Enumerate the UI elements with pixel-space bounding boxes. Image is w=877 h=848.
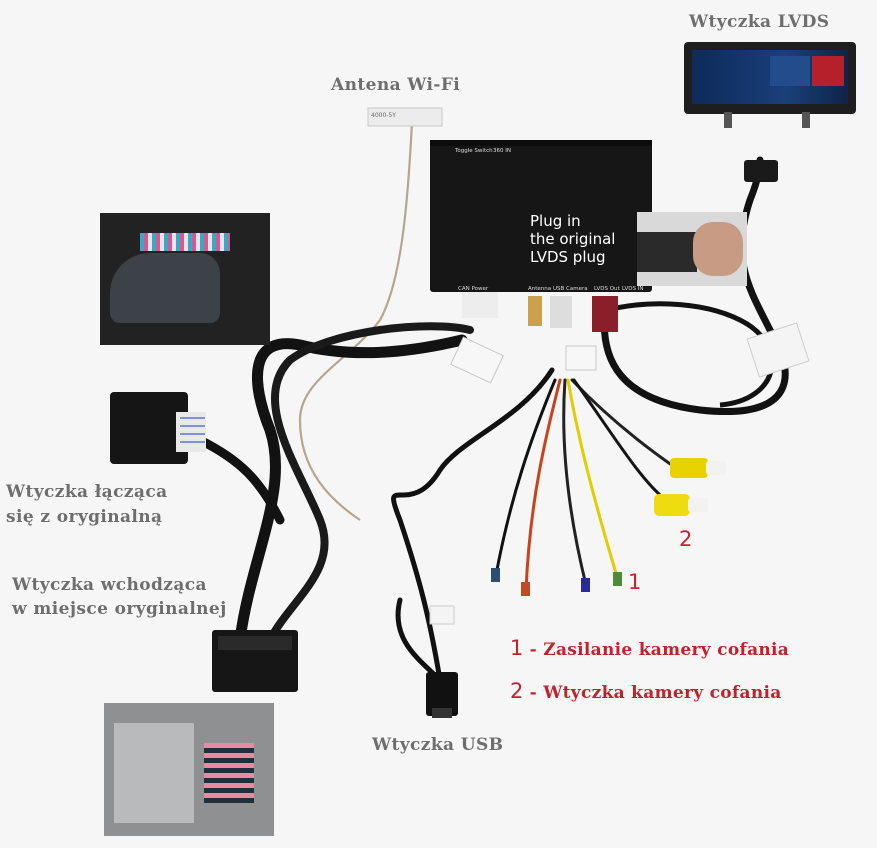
main-harness-cable-2 <box>266 322 474 644</box>
connecting-plug-body <box>110 392 188 464</box>
label-wifi-antenna: Antena Wi-Fi <box>331 75 461 95</box>
main-harness-cable <box>234 334 468 646</box>
legend-number-1: 1 <box>510 636 524 660</box>
legend-number-2: 2 <box>510 679 524 703</box>
box-instruction-line2: the original <box>530 230 616 248</box>
box-instruction-line1: Plug in <box>530 212 581 230</box>
port-label-usb-camera: USB Camera <box>553 286 588 292</box>
lvds-plug-photo <box>637 212 747 286</box>
legend-text-2: - Wtyczka kamery cofania <box>529 683 782 703</box>
marker-2: 2 <box>679 527 693 551</box>
car-wiring-photo-bottom <box>104 703 274 836</box>
marker-1: 1 <box>628 570 642 594</box>
antenna-tag: 4000-5Y <box>371 112 396 119</box>
lvds-plug-end <box>744 160 778 182</box>
legend-row-2: 2- Wtyczka kamery cofania <box>510 679 782 703</box>
rca-plug-white <box>670 458 726 478</box>
wifi-antenna-module <box>367 107 443 127</box>
label-connecting-plug-1: Wtyczka łącząca <box>6 482 168 502</box>
port-label-antenna: Antenna <box>528 286 552 292</box>
lvds-screen-photo <box>684 42 856 114</box>
connector-harness-branch <box>195 435 285 525</box>
label-lvds-plug: Wtyczka LVDS <box>689 12 830 32</box>
legend-text-1: - Zasilanie kamery cofania <box>529 640 790 660</box>
label-usb-plug: Wtyczka USB <box>372 735 504 755</box>
legend-row-1: 1- Zasilanie kamery cofania <box>510 636 789 660</box>
label-replacement-plug-1: Wtyczka wchodząca <box>12 575 207 595</box>
box-instruction: Plug in the original LVDS plug <box>530 212 615 266</box>
rca-plug-yellow <box>654 494 708 516</box>
label-replacement-plug-2: w miejsce oryginalnej <box>12 599 227 619</box>
box-instruction-line3: LVDS plug <box>530 248 606 266</box>
port-label-can-power: CAN Power <box>458 286 489 292</box>
camera-wire-fan <box>494 378 678 592</box>
lvds-screen-mount <box>718 112 818 130</box>
port-label-toggle: Toggle Switch <box>455 148 493 154</box>
usb-cable <box>391 367 555 683</box>
port-label-lvds-in: LVDS IN <box>622 286 644 292</box>
port-label-lvds-out: LVDS Out <box>594 286 620 292</box>
car-wiring-photo-top <box>100 213 270 345</box>
interface-box <box>430 140 652 292</box>
label-connecting-plug-2: się z oryginalną <box>6 507 163 527</box>
port-label-360in: 360 IN <box>493 148 511 154</box>
wifi-antenna-cable <box>298 121 414 521</box>
usb-plug-body <box>426 672 458 716</box>
